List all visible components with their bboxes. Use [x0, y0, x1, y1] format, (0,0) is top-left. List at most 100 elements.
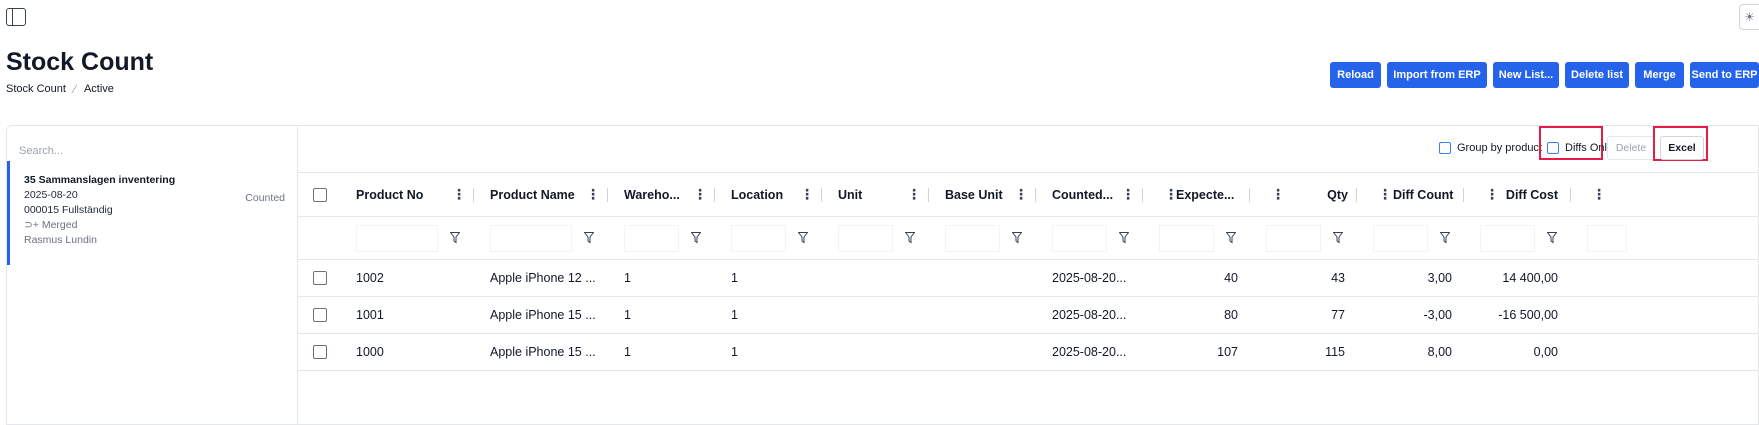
table-row[interactable]: 1002 Apple iPhone 12 ... 1 1 2025-08-20.…	[298, 260, 1759, 297]
funnel-icon[interactable]	[798, 232, 808, 244]
table-row[interactable]: 1001 Apple iPhone 15 ... 1 1 2025-08-20.…	[298, 297, 1759, 334]
page-title: Stock Count	[6, 48, 154, 76]
sun-icon[interactable]: ☀	[1739, 4, 1759, 30]
kebab-icon[interactable]: ⋮	[1121, 186, 1135, 202]
filter-input[interactable]	[490, 225, 572, 252]
filter-input[interactable]	[838, 225, 893, 252]
sidebar-toggle-icon[interactable]	[6, 8, 26, 26]
table-header-row: Product No ⋮ Product Name ⋮ Wareho... ⋮ …	[298, 173, 1759, 217]
column-separator[interactable]	[1035, 188, 1036, 202]
funnel-icon[interactable]	[450, 232, 460, 244]
kebab-icon[interactable]: ⋮	[452, 186, 466, 202]
funnel-icon[interactable]	[691, 232, 701, 244]
search-input[interactable]	[19, 140, 279, 162]
cell-diff-cost: 14 400,00	[1502, 271, 1558, 285]
column-separator[interactable]	[928, 188, 929, 202]
delete-list-button[interactable]: Delete list	[1565, 62, 1629, 88]
kebab-icon[interactable]: ⋮	[1592, 186, 1606, 202]
select-all-checkbox[interactable]	[313, 188, 327, 202]
cell-counted: 2025-08-20...	[1052, 308, 1127, 322]
kebab-icon[interactable]: ⋮	[1164, 186, 1178, 202]
column-header-base-unit[interactable]: Base Unit	[945, 187, 1003, 202]
column-header-warehouse[interactable]: Wareho...	[624, 187, 680, 202]
merge-button[interactable]: Merge	[1635, 62, 1684, 88]
diffs-only-toggle[interactable]: Diffs Only	[1547, 142, 1612, 154]
cell-product-no: 1000	[356, 345, 384, 359]
reload-button[interactable]: Reload	[1330, 62, 1381, 88]
send-to-erp-button[interactable]: Send to ERP	[1690, 62, 1759, 88]
column-header-counted[interactable]: Counted...	[1052, 187, 1114, 202]
column-separator[interactable]	[714, 188, 715, 202]
column-separator[interactable]	[821, 188, 822, 202]
column-separator[interactable]	[1249, 188, 1250, 202]
column-separator[interactable]	[1463, 188, 1464, 202]
filter-input[interactable]	[624, 225, 679, 252]
filter-input[interactable]	[1480, 225, 1535, 252]
filter-input[interactable]	[1587, 225, 1627, 252]
cell-qty: 115	[1325, 345, 1345, 359]
column-separator[interactable]	[473, 188, 474, 202]
column-header-product-name[interactable]: Product Name	[490, 187, 575, 202]
filter-input[interactable]	[1052, 225, 1107, 252]
column-header-unit[interactable]: Unit	[838, 187, 863, 202]
column-separator[interactable]	[1570, 188, 1571, 202]
filter-input[interactable]	[356, 225, 438, 252]
breadcrumb-item-stock-count[interactable]: Stock Count	[6, 83, 66, 95]
funnel-icon[interactable]	[905, 232, 915, 244]
column-separator[interactable]	[1142, 188, 1143, 202]
diffs-only-checkbox[interactable]	[1547, 142, 1559, 154]
funnel-icon[interactable]	[584, 232, 594, 244]
column-header-expected[interactable]: Expecte...	[1176, 187, 1235, 202]
cell-base-unit	[945, 334, 1025, 370]
grid-area: Group by product Diffs Only Delete Excel…	[298, 126, 1759, 424]
funnel-icon[interactable]	[1333, 232, 1343, 244]
row-checkbox[interactable]	[313, 345, 327, 359]
group-by-product-checkbox[interactable]	[1439, 142, 1451, 154]
column-header-location[interactable]: Location	[731, 187, 784, 202]
data-table: Product No ⋮ Product Name ⋮ Wareho... ⋮ …	[298, 172, 1759, 424]
row-checkbox[interactable]	[313, 308, 327, 322]
funnel-icon[interactable]	[1547, 232, 1557, 244]
column-header-product-no[interactable]: Product No	[356, 187, 424, 202]
kebab-icon[interactable]: ⋮	[1378, 186, 1392, 202]
cell-product-no: 1002	[356, 271, 384, 285]
column-header-qty[interactable]: Qty	[1327, 187, 1348, 202]
cell-unit	[838, 334, 918, 370]
filter-row	[298, 217, 1759, 260]
filter-input[interactable]	[945, 225, 1000, 252]
column-separator[interactable]	[607, 188, 608, 202]
excel-export-button[interactable]: Excel	[1660, 136, 1704, 160]
funnel-icon[interactable]	[1012, 232, 1022, 244]
list-item-code: 000015 Fullständig	[24, 204, 113, 216]
filter-input[interactable]	[1266, 225, 1321, 252]
column-separator[interactable]	[1356, 188, 1357, 202]
kebab-icon[interactable]: ⋮	[907, 186, 921, 202]
kebab-icon[interactable]: ⋮	[1485, 186, 1499, 202]
filter-input[interactable]	[1373, 225, 1428, 252]
cell-warehouse: 1	[624, 271, 631, 285]
funnel-icon[interactable]	[1440, 232, 1450, 244]
column-header-diff-count[interactable]: Diff Count	[1393, 187, 1454, 202]
row-checkbox[interactable]	[313, 271, 327, 285]
kebab-icon[interactable]: ⋮	[693, 186, 707, 202]
cell-product-name: Apple iPhone 15 ...	[490, 308, 596, 322]
kebab-icon[interactable]: ⋮	[586, 186, 600, 202]
table-row[interactable]: 1000 Apple iPhone 15 ... 1 1 2025-08-20.…	[298, 334, 1759, 371]
funnel-icon[interactable]	[1119, 232, 1129, 244]
import-from-erp-button[interactable]: Import from ERP	[1387, 62, 1487, 88]
column-header-diff-cost[interactable]: Diff Cost	[1505, 187, 1558, 202]
kebab-icon[interactable]: ⋮	[1014, 186, 1028, 202]
new-list-button[interactable]: New List...	[1493, 62, 1559, 88]
breadcrumb: Stock Count ⁄ Active	[6, 82, 114, 96]
kebab-icon[interactable]: ⋮	[1271, 186, 1285, 202]
group-by-product-toggle[interactable]: Group by product	[1439, 142, 1542, 154]
filter-input[interactable]	[731, 225, 786, 252]
list-item[interactable]: 35 Sammanslagen inventering 2025-08-20 0…	[7, 161, 297, 265]
cell-warehouse: 1	[624, 308, 631, 322]
cell-warehouse: 1	[624, 345, 631, 359]
kebab-icon[interactable]: ⋮	[800, 186, 814, 202]
delete-button[interactable]: Delete	[1607, 136, 1655, 160]
filter-input[interactable]	[1159, 225, 1214, 252]
highlight-box	[1653, 126, 1708, 161]
funnel-icon[interactable]	[1226, 232, 1236, 244]
